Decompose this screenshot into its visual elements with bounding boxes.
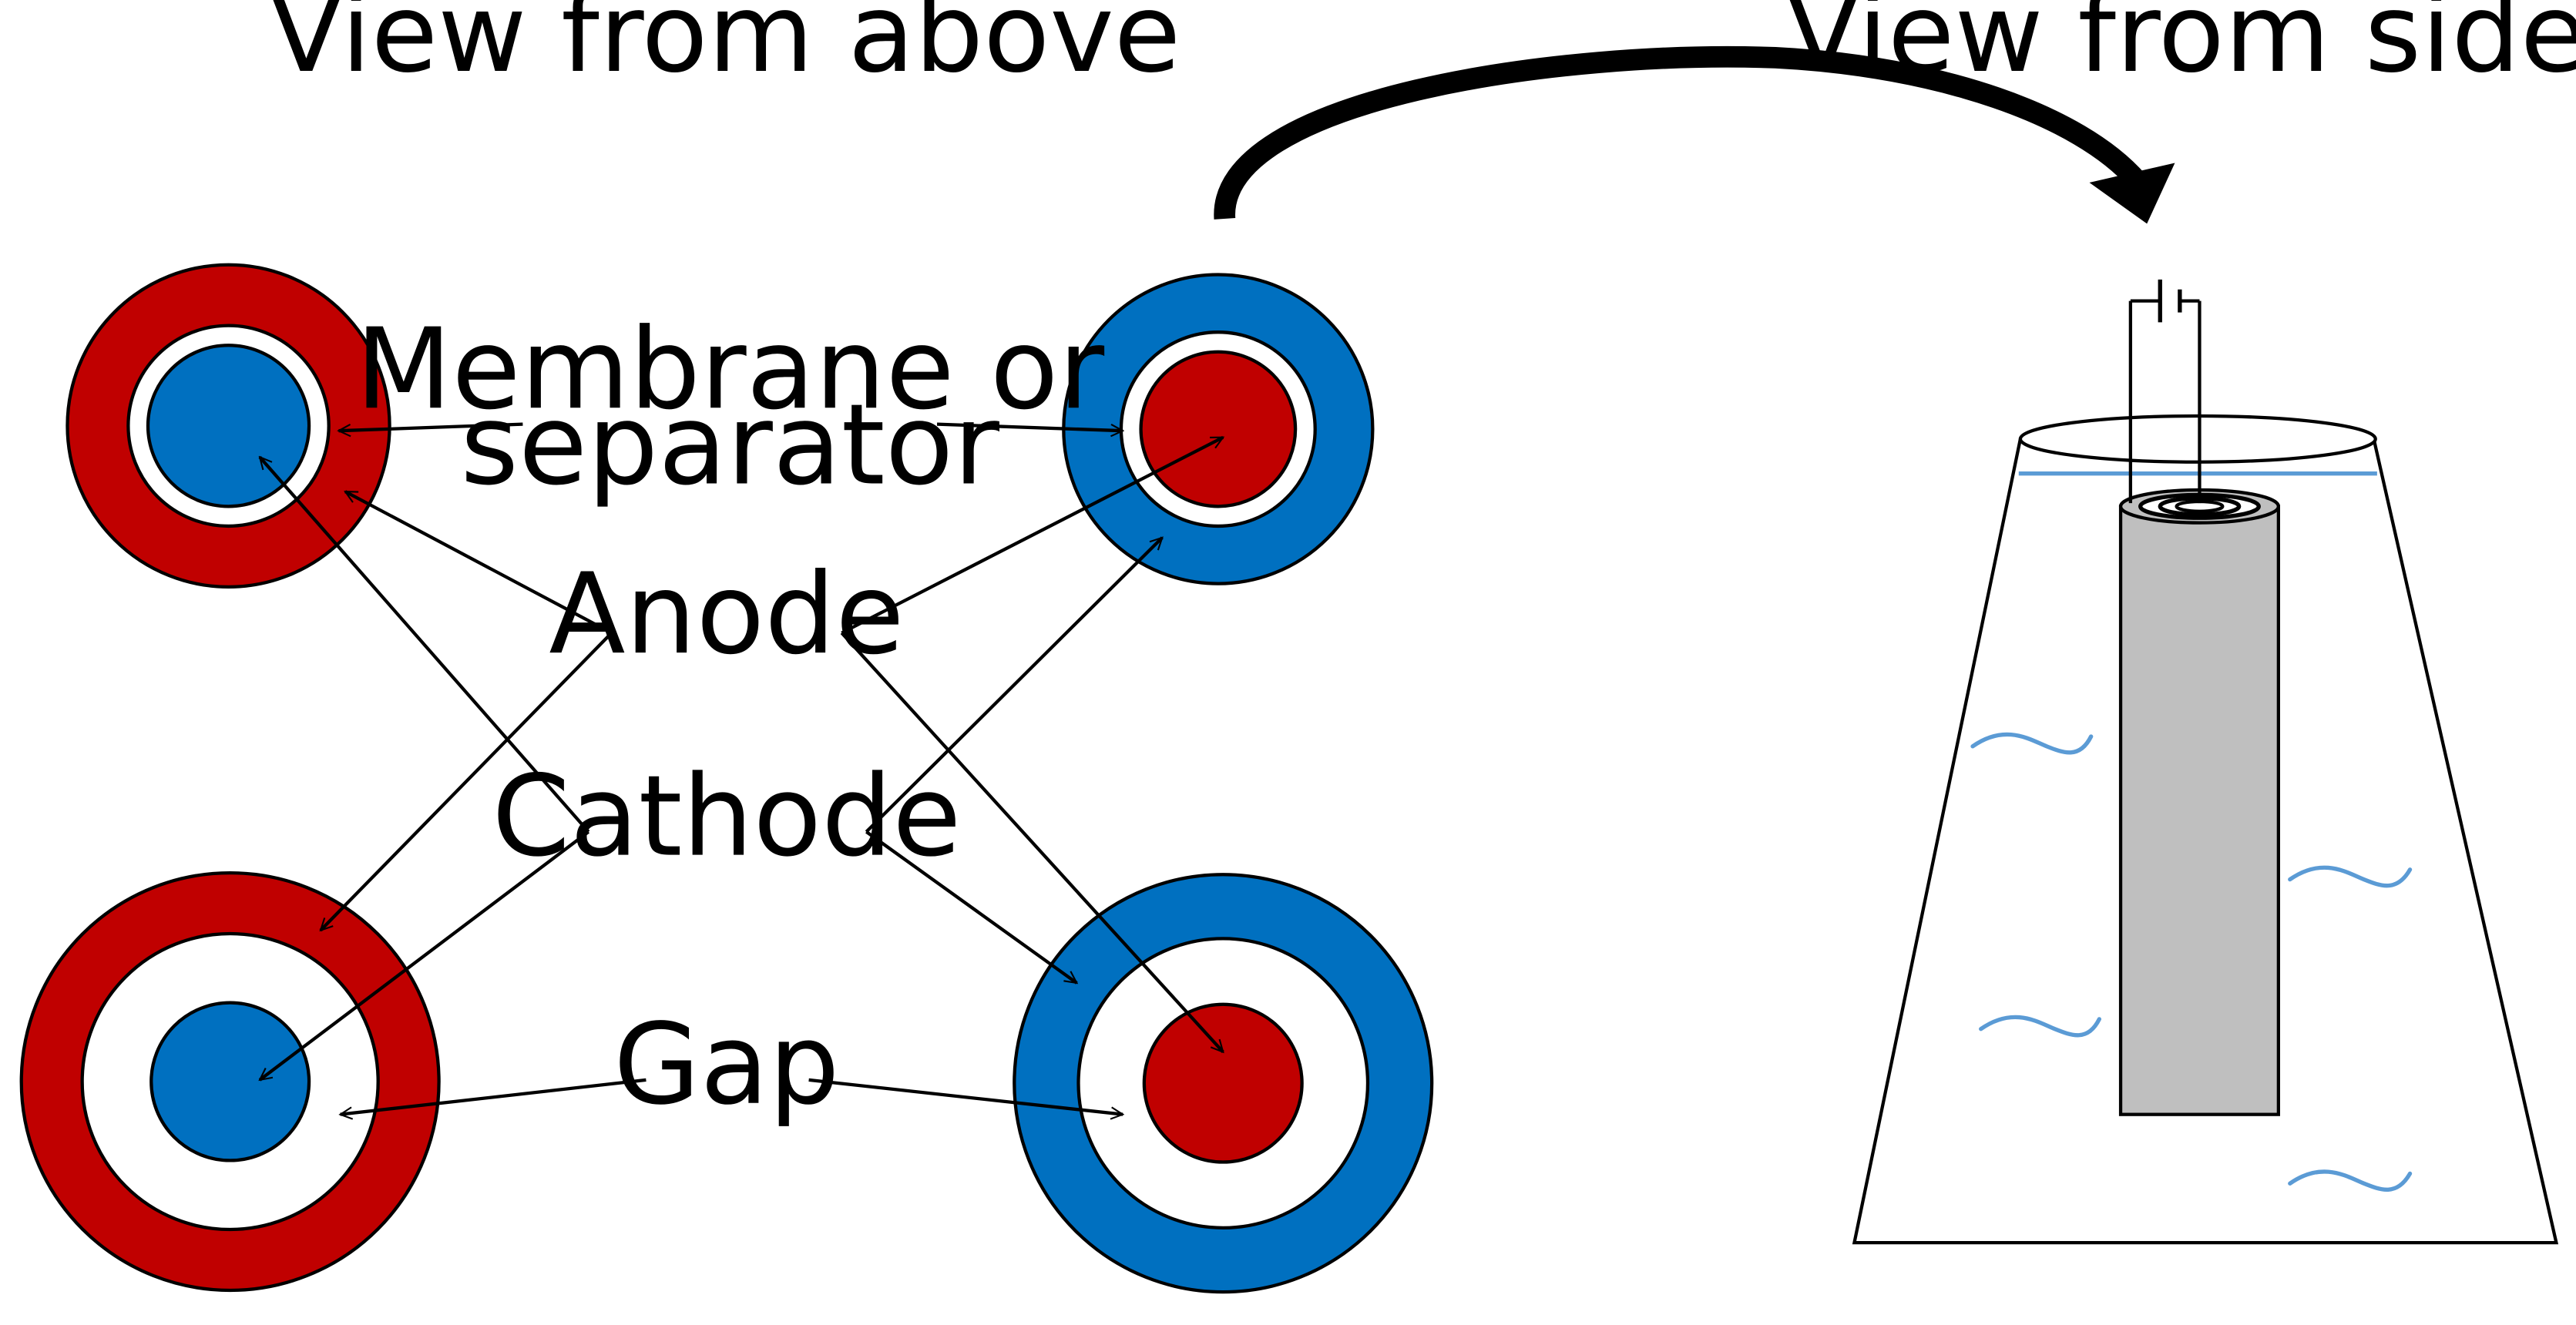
ripple-3 [1979,1015,2101,1038]
ripple-2 [2288,865,2413,888]
leader-lines [258,422,1223,1115]
anode-arrow-bottom-left [321,632,613,931]
membrane-arrow-right [936,422,1123,431]
cylinder-electrode [2118,488,2280,1116]
transition-arrow [1214,45,2175,224]
cathode-arrow-top-right [865,538,1162,834]
water-ripples [1970,732,2413,1192]
gap-arrow-right [808,1078,1123,1115]
bottom-left-electrode [19,870,441,1293]
gap-arrow-left [341,1078,647,1115]
top-right-electrode [1062,273,1375,585]
gap-label: Gap [613,1000,839,1130]
cathode-arrow-top-left [258,457,590,834]
cathode-label: Cathode [492,752,961,882]
battery-wires [2128,279,2202,504]
anode-arrow-top-right [841,435,1223,635]
anode-arrow-bottom-right [840,632,1223,1052]
cathode-arrow-bottom-right [865,830,1076,985]
top-left-electrode [65,263,391,589]
anode-arrow-top-left [345,490,613,635]
anode-label: Anode [549,549,904,679]
membrane-label-line2: separator [460,380,999,510]
ripple-1 [1970,732,2094,755]
membrane-label-line1: Membrane or [355,304,1104,434]
cathode-arrow-bottom-left [260,830,590,1082]
ripple-4 [2288,1169,2413,1192]
bottom-right-electrode [1013,873,1434,1294]
view-from-above-heading: View from above [269,0,1181,97]
membrane-arrow-left [338,422,523,431]
